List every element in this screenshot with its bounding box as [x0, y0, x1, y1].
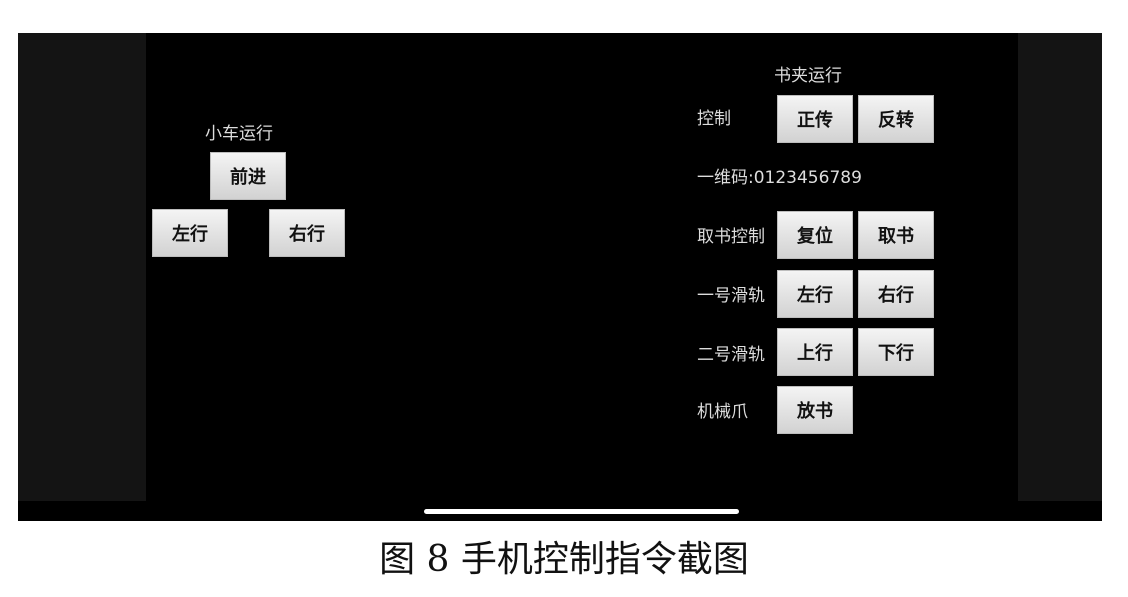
place-book-button[interactable]: 放书: [777, 386, 853, 434]
car-right-button[interactable]: 右行: [269, 209, 345, 257]
rail2-down-button[interactable]: 下行: [858, 328, 934, 376]
left-edge-panel: [18, 33, 146, 501]
rail1-label: 一号滑轨: [697, 286, 765, 306]
figure-caption: 图 8 手机控制指令截图: [379, 539, 749, 580]
barcode-label: 一维码:0123456789: [697, 168, 862, 188]
home-indicator[interactable]: [424, 509, 739, 514]
rail2-label: 二号滑轨: [697, 345, 765, 365]
control-label: 控制: [697, 109, 731, 129]
rail1-left-button[interactable]: 左行: [777, 270, 853, 318]
phone-screen: 小车运行 前进 左行 右行 书夹运行 控制 正传 反转 一维码:01234567…: [18, 33, 1102, 521]
rail1-right-button[interactable]: 右行: [858, 270, 934, 318]
rail2-up-button[interactable]: 上行: [777, 328, 853, 376]
right-edge-panel: [1018, 33, 1102, 501]
claw-label: 机械爪: [697, 402, 748, 422]
fetch-control-label: 取书控制: [697, 227, 765, 247]
reverse-rotate-button[interactable]: 反转: [858, 95, 934, 143]
forward-rotate-button[interactable]: 正传: [777, 95, 853, 143]
book-panel-title: 书夹运行: [774, 66, 842, 86]
reset-button[interactable]: 复位: [777, 211, 853, 259]
car-left-button[interactable]: 左行: [152, 209, 228, 257]
fetch-book-button[interactable]: 取书: [858, 211, 934, 259]
car-forward-button[interactable]: 前进: [210, 152, 286, 200]
car-panel-title: 小车运行: [205, 124, 273, 144]
